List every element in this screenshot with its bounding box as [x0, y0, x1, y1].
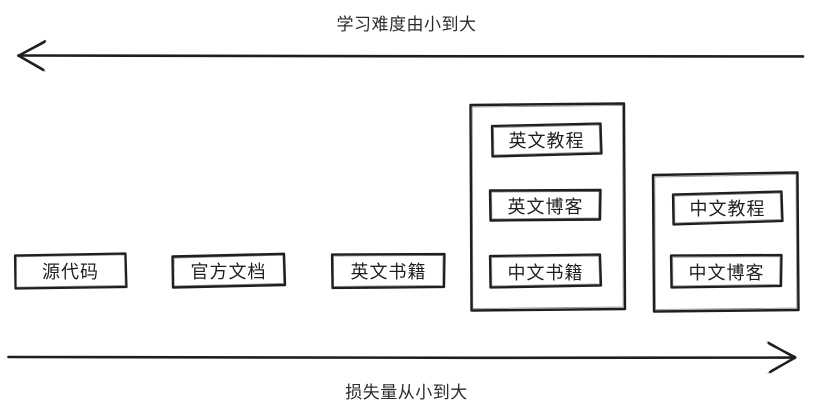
bottom-axis-label: 损失量从小到大 [345, 383, 468, 403]
node-label: 英文教程 [508, 131, 585, 152]
node-label: 官方文档 [190, 261, 267, 283]
node-chinese-books[interactable]: 中文书籍 [488, 253, 603, 290]
node-source-code[interactable]: 源代码 [13, 252, 128, 290]
top-axis-arrow [17, 39, 805, 72]
node-label: 英文书籍 [350, 262, 427, 283]
node-label: 中文教程 [689, 199, 766, 220]
node-english-books[interactable]: 英文书籍 [330, 252, 447, 290]
node-english-tutorial[interactable]: 英文教程 [490, 122, 603, 158]
node-chinese-tutorial[interactable]: 中文教程 [671, 190, 784, 226]
node-label: 中文博客 [688, 262, 765, 284]
node-official-docs[interactable]: 官方文档 [170, 252, 287, 289]
node-label: 英文博客 [507, 196, 584, 218]
node-english-blog[interactable]: 英文博客 [488, 188, 603, 223]
bottom-axis-arrow [7, 341, 797, 374]
node-label: 中文书籍 [507, 262, 584, 284]
node-label: 源代码 [42, 262, 99, 283]
node-chinese-blog[interactable]: 中文博客 [669, 253, 784, 290]
top-axis-label: 学习难度由小到大 [336, 15, 477, 35]
